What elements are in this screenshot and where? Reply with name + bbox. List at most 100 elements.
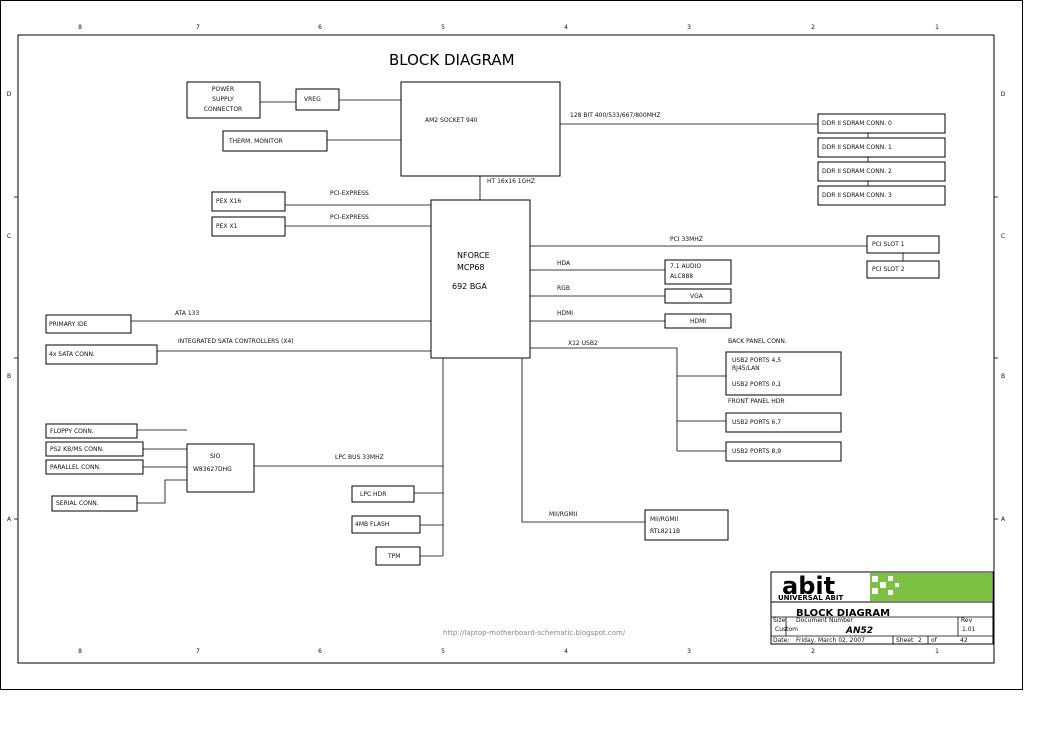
document-number-label: Document Number (796, 617, 854, 624)
pci-slot-2-block: PCI SLOT 2 (866, 260, 940, 279)
svg-text:DDR II SDRAM CONN. 2: DDR II SDRAM CONN. 2 (822, 168, 892, 175)
grid-column-label: 3 (687, 24, 691, 31)
abit-logo-subtitle: UNIVERSAL ABIT (778, 594, 843, 602)
svg-text:FLOPPY CONN.: FLOPPY CONN. (50, 428, 94, 435)
svg-text:PARALLEL CONN.: PARALLEL CONN. (50, 464, 101, 471)
grid-column-label: 7 (196, 648, 200, 655)
sheet-number-label: Sheet (896, 637, 914, 644)
pex16-bus-label: PCI-EXPRESS (330, 190, 369, 197)
grid-row-label: B (1001, 373, 1005, 380)
grid-column-label: 8 (78, 648, 82, 655)
svg-text:USB2 PORTS 6,7: USB2 PORTS 6,7 (732, 419, 781, 426)
usb-front-ports-67-block: USB2 PORTS 6,7 (725, 412, 842, 433)
grid-row-label: C (7, 233, 11, 240)
mii-bus-label: MII/RGMII (549, 511, 578, 518)
usb-back-ports-45-block: USB2 PORTS 4,5 RJ45/LAN USB2 PORTS 0,1 (725, 351, 842, 396)
serial-conn-block: SERIAL CONN. (51, 495, 138, 512)
ddr-conn-3-block: DDR II SDRAM CONN. 3 (817, 185, 946, 206)
svg-text:VGA: VGA (690, 293, 704, 300)
svg-text:PCI SLOT 1: PCI SLOT 1 (872, 241, 905, 248)
lpc-bus-label: LPC BUS 33MHZ (335, 454, 384, 461)
sheet-number-value: 2 (918, 637, 922, 644)
grid-column-label: 3 (687, 648, 691, 655)
grid-row-label: B (7, 373, 11, 380)
svg-text:VREG: VREG (304, 96, 321, 103)
ddr-conn-2-block: DDR II SDRAM CONN. 2 (817, 161, 946, 182)
svg-text:7.1 AUDIO: 7.1 AUDIO (670, 263, 701, 270)
grid-column-label: 6 (318, 648, 322, 655)
inner-frame (17, 34, 995, 664)
svg-text:POWER: POWER (212, 86, 234, 93)
diagram-title: BLOCK DIAGRAM (389, 51, 515, 69)
document-number-value: AN52 (845, 626, 873, 636)
of-label: of (931, 637, 938, 644)
floppy-conn-block: FLOPPY CONN. (45, 423, 138, 439)
svg-text:TPM: TPM (387, 553, 400, 560)
svg-text:PEX X16: PEX X16 (216, 198, 241, 205)
grid-column-label: 8 (78, 24, 82, 31)
svg-text:RTL8211B: RTL8211B (650, 528, 680, 535)
usb-front-ports-89-block: USB2 PORTS 8,9 (725, 441, 842, 462)
svg-text:PEX X1: PEX X1 (216, 223, 238, 230)
nforce-chipset-block: NFORCE MCP68 692 BGA (430, 199, 531, 359)
svg-text:4x SATA CONN.: 4x SATA CONN. (49, 351, 95, 358)
ata-bus-label: ATA 133 (175, 310, 199, 317)
grid-column-label: 6 (318, 24, 322, 31)
cpu-socket-block: AM2 SOCKET 940 (400, 81, 561, 177)
ddr-conn-0-block: DDR II SDRAM CONN. 0 (817, 113, 946, 134)
svg-text:RJ45/LAN: RJ45/LAN (732, 365, 760, 372)
sata-conn-block: 4x SATA CONN. (45, 344, 158, 365)
svg-text:SERIAL CONN.: SERIAL CONN. (56, 500, 99, 507)
date-value: Friday, March 02, 2007 (796, 637, 865, 644)
rev-label: Rev (961, 617, 973, 624)
rgb-bus-label: RGB (557, 285, 570, 292)
grid-column-label: 2 (811, 648, 815, 655)
svg-text:SIO: SIO (210, 453, 221, 460)
svg-text:DDR II SDRAM CONN. 0: DDR II SDRAM CONN. 0 (822, 120, 892, 127)
usb-bus-label: X12 USB2 (568, 340, 598, 347)
hdmi-bus-label: HDMI (557, 310, 573, 317)
watermark-url: http://laptop-motherboard-schematic.blog… (443, 629, 626, 637)
grid-column-label: 1 (935, 24, 939, 31)
ps2-conn-block: PS2 KB/MS CONN. (45, 441, 144, 457)
parallel-conn-block: PARALLEL CONN. (45, 459, 144, 475)
svg-text:AM2 SOCKET 940: AM2 SOCKET 940 (425, 117, 478, 124)
back-panel-label: BACK PANEL CONN. (728, 338, 787, 345)
bus-lines (131, 99, 904, 557)
lpc-header-block: LPC HDR (351, 485, 415, 503)
rgmii-phy-block: MII/RGMII RTL8211B (644, 509, 729, 541)
svg-text:SUPPLY: SUPPLY (212, 96, 234, 103)
grid-row-label: A (1001, 516, 1006, 523)
svg-text:692 BGA: 692 BGA (452, 282, 487, 291)
svg-text:HDMI: HDMI (690, 318, 706, 325)
hdmi-block: HDMI (664, 313, 732, 329)
grid-column-label: 1 (935, 648, 939, 655)
svg-text:4MB FLASH: 4MB FLASH (355, 521, 389, 528)
ddr-bus-label: 128 BIT 400/533/667/800MHZ (570, 112, 661, 119)
audio-codec-block: 7.1 AUDIO ALC888 (664, 259, 732, 285)
svg-text:USB2 PORTS 0,1: USB2 PORTS 0,1 (732, 381, 781, 388)
date-label: Date: (773, 637, 789, 644)
front-panel-label: FRONT PANEL HDR (728, 398, 785, 405)
svg-text:LPC HDR: LPC HDR (360, 491, 386, 498)
total-sheets-value: 42 (960, 637, 968, 644)
grid-row-label: C (1001, 233, 1005, 240)
hda-bus-label: HDA (557, 260, 571, 267)
svg-text:ALC888: ALC888 (670, 273, 693, 280)
abit-logo: abit (782, 572, 835, 600)
sheet-title: BLOCK DIAGRAM (796, 608, 890, 619)
svg-text:MCP68: MCP68 (457, 263, 485, 272)
power-supply-block: POWER SUPPLY CONNECTOR (186, 81, 261, 119)
size-label: Size (773, 617, 786, 624)
svg-text:NFORCE: NFORCE (457, 251, 490, 260)
grid-column-label: 4 (564, 648, 568, 655)
logo-pixel-pattern (872, 576, 899, 595)
svg-text:THERM. MONITOR: THERM. MONITOR (228, 138, 283, 145)
size-value: Custom (775, 626, 798, 633)
grid-column-label: 4 (564, 24, 568, 31)
svg-text:PRIMARY IDE: PRIMARY IDE (49, 321, 88, 328)
svg-text:DDR II SDRAM CONN. 1: DDR II SDRAM CONN. 1 (822, 144, 892, 151)
